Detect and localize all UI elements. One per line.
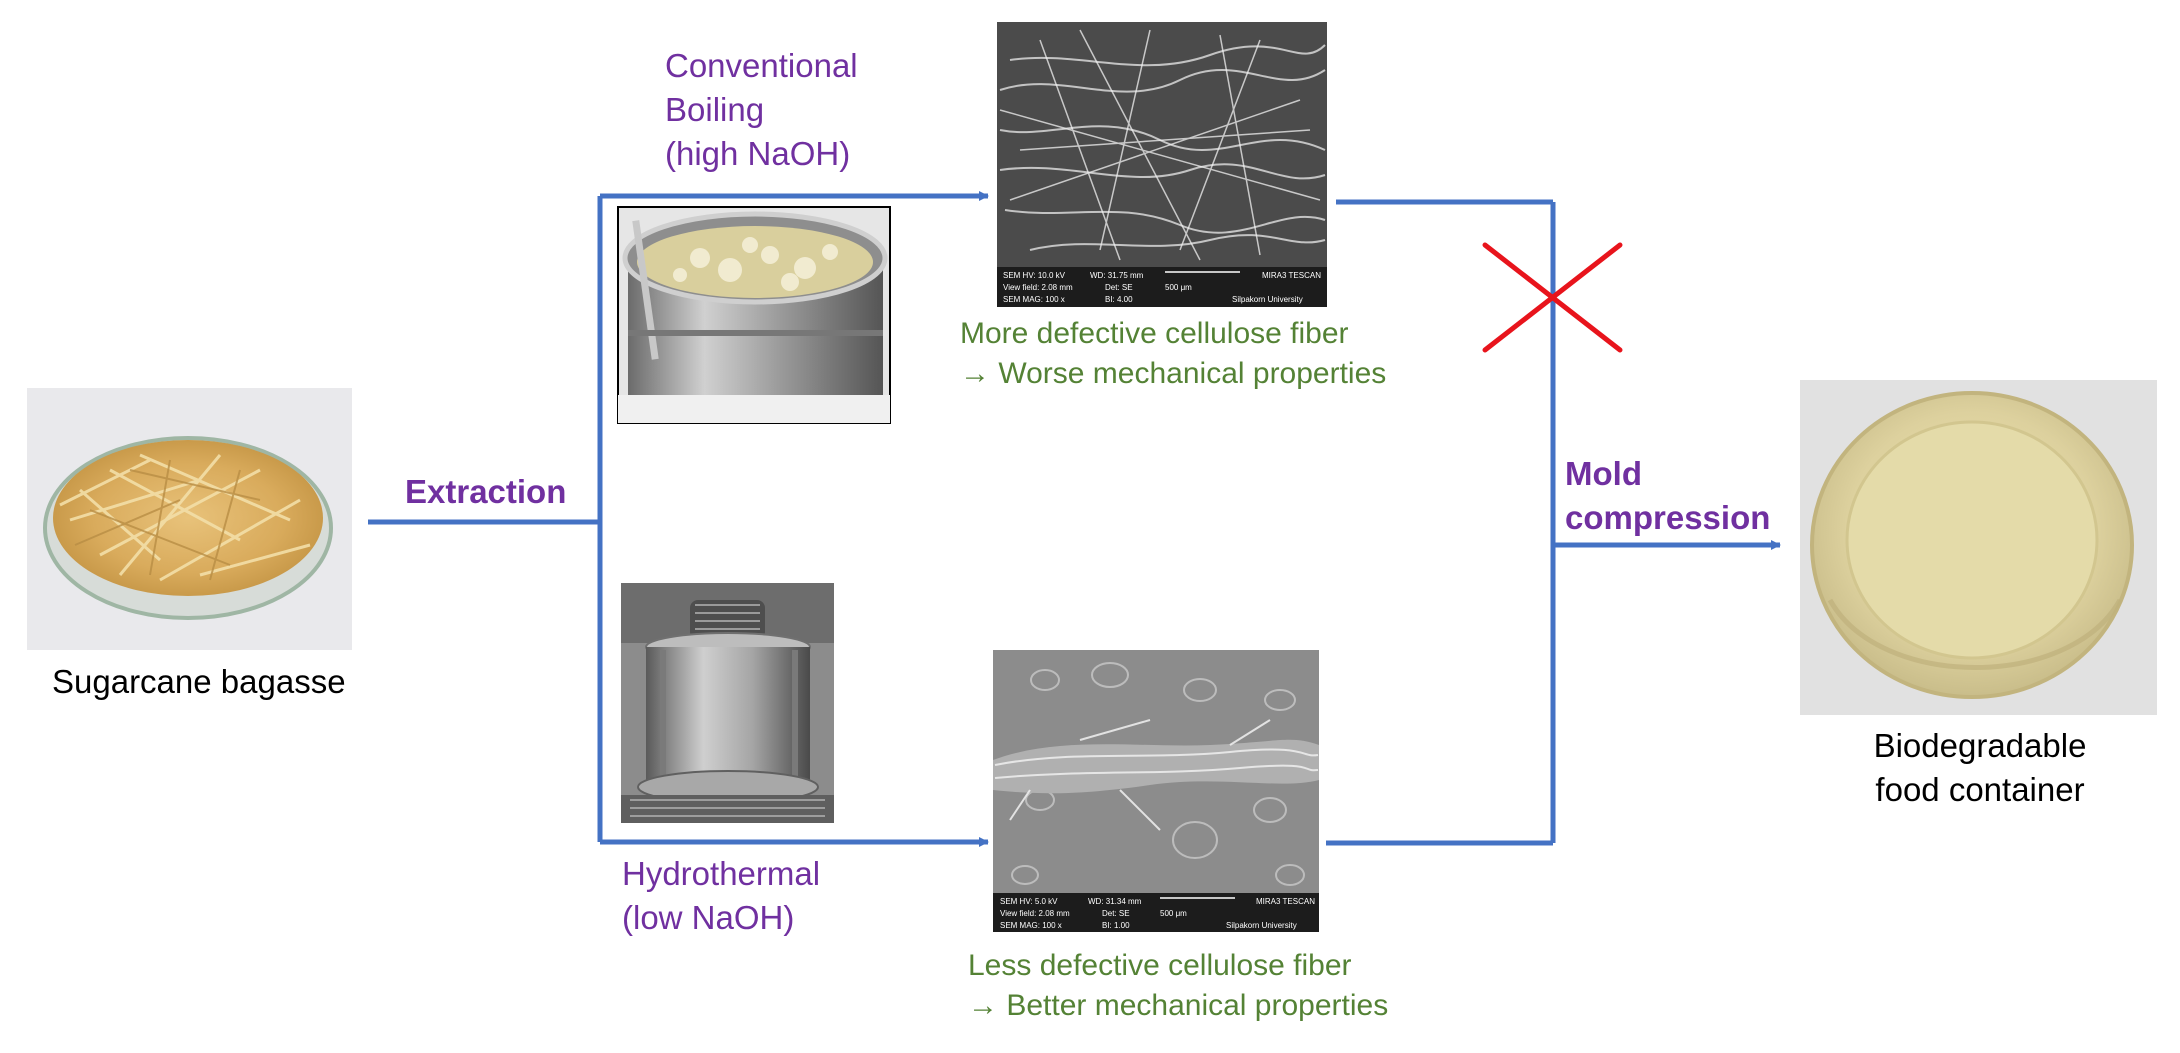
top-result-line-2: → Worse mechanical properties [960,356,1387,390]
sem-bottom-meta-viewfield: View field: 2.08 mm [1000,909,1070,918]
product-label: Biodegradable food container [1860,724,2100,812]
extraction-label: Extraction [405,473,567,510]
top-result-line-1: More defective cellulose fiber [960,317,1349,350]
sem-top-meta-mag: SEM MAG: 100 x [1003,295,1065,304]
sem-top-meta-hv: SEM HV: 10.0 kV [1003,271,1066,280]
hydrothermal-line-2: (low NaOH) [622,898,795,936]
sem-top-meta-instrument: MIRA3 TESCAN [1262,271,1321,280]
sem-bottom-meta-det: Det: SE [1102,909,1130,918]
bottom-result-text: Less defective cellulose fiber → Better … [968,946,1388,1026]
sem-top-meta-scalebar: 500 μm [1165,283,1192,292]
bagasse-photo [27,388,352,650]
food-container-photo [1800,380,2157,715]
sem-top-meta-lab: Silpakorn University [1232,295,1303,304]
mold-compression-label: Mold compression [1565,452,1770,540]
sem-bottom-meta-scalebar: 500 μm [1160,909,1187,918]
sem-bottom-meta-instrument: MIRA3 TESCAN [1256,897,1315,906]
connectors [368,191,1781,847]
conventional-line-2: Boiling [665,90,765,128]
top-result-text: More defective cellulose fiber → Worse m… [960,314,1386,394]
product-line-2: food container [1875,770,2085,808]
conventional-boiling-label: Conventional Boiling (high NaOH) [665,44,858,176]
mold-line-2: compression [1565,498,1771,536]
blocked-cross-icon [1482,242,1623,353]
sem-bottom-meta-lab: Silpakorn University [1226,921,1297,930]
mold-line-1: Mold [1565,455,1642,492]
sem-image-top: SEM HV: 10.0 kV WD: 31.75 mm MIRA3 TESCA… [997,22,1327,307]
conventional-line-3: (high NaOH) [665,134,851,172]
sem-image-bottom: SEM HV: 5.0 kV WD: 31.34 mm MIRA3 TESCAN… [993,650,1319,932]
sem-top-meta-bi: BI: 4.00 [1105,295,1133,304]
sem-top-meta-det: Det: SE [1105,283,1133,292]
bottom-result-line-2: → Better mechanical properties [968,988,1389,1022]
source-label: Sugarcane bagasse [52,663,346,700]
conventional-line-1: Conventional [665,47,858,84]
hydrothermal-line-1: Hydrothermal [622,855,821,892]
hydrothermal-label: Hydrothermal (low NaOH) [622,852,820,940]
boiling-pot-photo [617,206,891,424]
sem-top-meta-wd: WD: 31.75 mm [1090,271,1144,280]
sem-top-meta-viewfield: View field: 2.08 mm [1003,283,1073,292]
sem-bottom-meta-wd: WD: 31.34 mm [1088,897,1142,906]
sem-bottom-meta-bi: BI: 1.00 [1102,921,1130,930]
product-line-1: Biodegradable [1873,727,2087,764]
bottom-result-line-1: Less defective cellulose fiber [968,949,1352,982]
hydrothermal-reactor-photo [621,583,834,823]
sem-bottom-meta-hv: SEM HV: 5.0 kV [1000,897,1058,906]
sem-bottom-meta-mag: SEM MAG: 100 x [1000,921,1062,930]
